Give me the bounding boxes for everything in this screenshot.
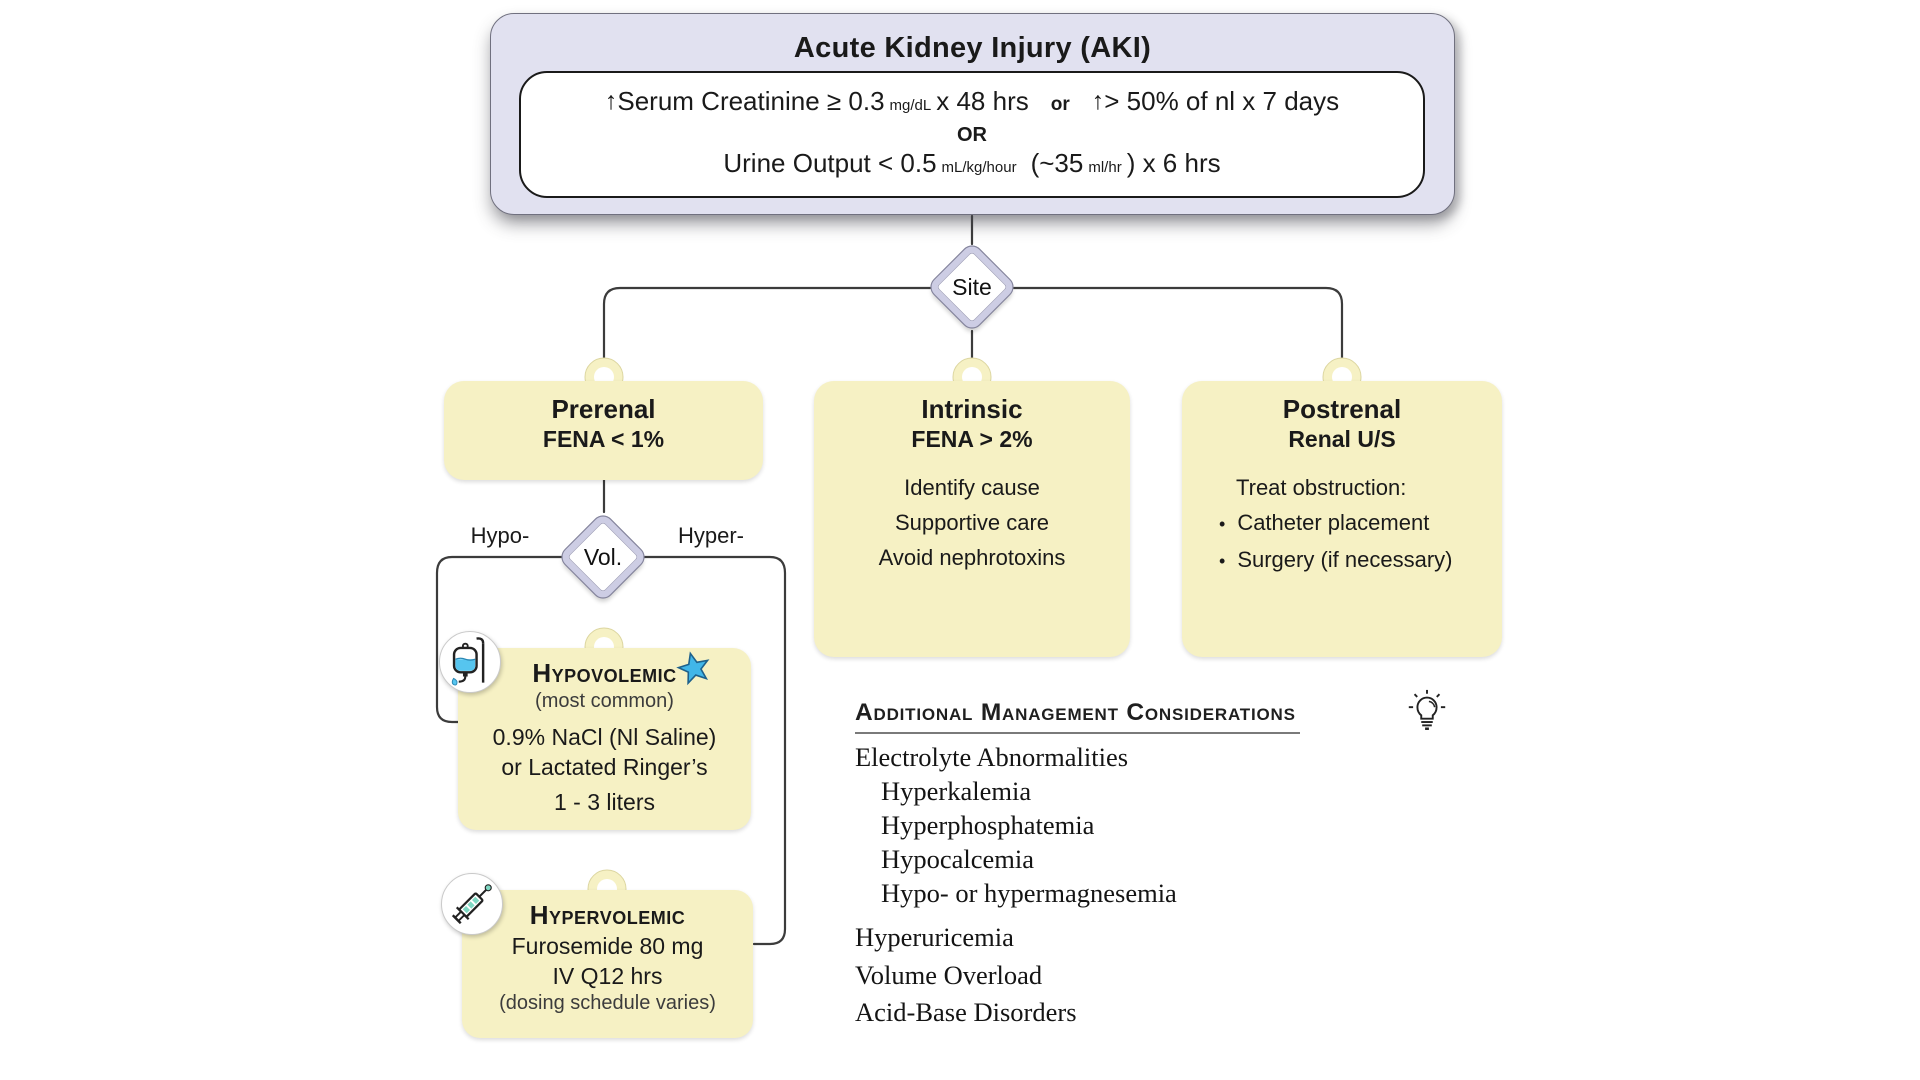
up-arrow-icon: ↑	[604, 87, 618, 115]
criteria-line-urine: Urine Output < 0.5 mL/kg/hour (~35 ml/hr…	[723, 148, 1220, 183]
criteria-duration: x 48 hrs	[936, 86, 1029, 116]
hypovolemic-treatment: or Lactated Ringer’s	[501, 754, 708, 780]
hypervolemic-box: Hypervolemic Furosemide 80 mg IV Q12 hrs…	[462, 890, 753, 1038]
prerenal-fena: FENA < 1%	[542, 426, 665, 452]
postrenal-action: • Surgery (if necessary)	[1219, 542, 1502, 579]
additional-item: Electrolyte Abnormalities	[855, 742, 1129, 772]
decision-site: Site	[925, 240, 1019, 334]
prerenal-box: Prerenal FENA < 1%	[444, 381, 763, 480]
diagram-title: Acute Kidney Injury (AKI)	[793, 32, 1152, 64]
postrenal-actions: Treat obstruction: • Catheter placement •…	[1182, 470, 1502, 579]
syringe-icon	[441, 873, 503, 935]
vol-hyper-label: Hyper-	[677, 523, 745, 548]
criteria-approx: (~35	[1030, 148, 1084, 178]
hypovolemic-dose: 1 - 3 liters	[554, 789, 655, 815]
edge-site-to-postrenal	[1012, 286, 1344, 372]
hypovolemic-box: Hypovolemic (most common) 0.9% NaCl (Nl …	[458, 648, 751, 830]
additional-item: Acid-Base Disorders	[855, 997, 1077, 1027]
intrinsic-box: Intrinsic FENA > 2% Identify cause Suppo…	[814, 381, 1130, 657]
additional-item: Hyperphosphatemia	[881, 810, 1095, 840]
intrinsic-title: Intrinsic	[921, 394, 1023, 424]
postrenal-action-text: Surgery (if necessary)	[1237, 547, 1453, 572]
postrenal-title: Postrenal	[1282, 394, 1402, 424]
intrinsic-action: Identify cause	[904, 475, 1040, 500]
intrinsic-action: Supportive care	[894, 510, 1050, 535]
hypovolemic-note: (most common)	[535, 690, 674, 712]
lightbulb-icon	[1408, 689, 1446, 730]
criteria-creatinine-text: Serum Creatinine ≥ 0.3	[617, 86, 885, 116]
postrenal-action: • Catheter placement	[1219, 505, 1502, 542]
intrinsic-action: Avoid nephrotoxins	[878, 545, 1066, 570]
criteria-unit: ml/hr	[1088, 159, 1122, 176]
additional-item: Hyperuricemia	[855, 922, 1014, 952]
hypovolemic-treatment: 0.9% NaCl (Nl Saline)	[492, 724, 717, 750]
criteria-or-word: or	[1050, 94, 1070, 115]
prerenal-title: Prerenal	[551, 394, 656, 424]
postrenal-box: Postrenal Renal U/S Treat obstruction: •…	[1182, 381, 1502, 657]
additional-item: Hypocalcemia	[881, 844, 1035, 874]
criteria-or-caps: OR	[957, 124, 987, 146]
criteria-line-creatinine: ↑ Serum Creatinine ≥ 0.3 mg/dL x 48 hrs …	[605, 86, 1339, 121]
criteria-percent-text: > 50% of nl x 7 days	[1104, 86, 1340, 116]
hypervolemic-title: Hypervolemic	[529, 900, 686, 930]
decision-vol-label: Vol.	[583, 543, 623, 570]
decision-vol: Vol.	[556, 510, 650, 604]
criteria-unit: mg/dL	[889, 97, 932, 114]
edge-site-to-prerenal	[602, 286, 932, 372]
hypervolemic-note: (dosing schedule varies)	[499, 992, 716, 1014]
additional-item: Volume Overload	[855, 960, 1043, 990]
iv-bag-icon	[439, 631, 501, 693]
hypervolemic-treatment: Furosemide 80 mg	[511, 933, 704, 959]
vol-hypo-label: Hypo-	[470, 523, 530, 548]
star-icon	[676, 651, 710, 686]
edge-vol-to-hypervolemic	[638, 555, 787, 946]
criteria-urine-text: Urine Output < 0.5	[723, 148, 937, 178]
decision-site-label: Site	[952, 273, 992, 300]
intrinsic-fena: FENA > 2%	[911, 426, 1033, 452]
additional-item: Hyperkalemia	[881, 776, 1032, 806]
edge-vol-to-hypovolemic	[435, 555, 569, 724]
aki-header-box: Acute Kidney Injury (AKI) ↑ Serum Creati…	[490, 13, 1455, 215]
bullet-icon: •	[1219, 514, 1226, 534]
criteria-unit: mL/kg/hour	[941, 159, 1017, 176]
intrinsic-actions: Identify cause Supportive care Avoid nep…	[814, 470, 1130, 575]
additional-item: Hypo- or hypermagnesemia	[881, 878, 1177, 908]
flow-edges	[435, 214, 1344, 946]
postrenal-action-text: Catheter placement	[1237, 510, 1430, 535]
hypervolemic-dose: IV Q12 hrs	[552, 963, 663, 989]
additional-heading: Additional Management Considerations	[855, 699, 1300, 734]
bullet-icon: •	[1219, 551, 1226, 571]
hypovolemic-title: Hypovolemic	[532, 658, 677, 688]
additional-list: Electrolyte Abnormalities Hyperkalemia H…	[855, 740, 1415, 1029]
postrenal-intro: Treat obstruction:	[1236, 475, 1407, 500]
up-arrow-icon: ↑	[1091, 87, 1105, 115]
postrenal-workup: Renal U/S	[1288, 426, 1396, 452]
criteria-duration: ) x 6 hrs	[1126, 148, 1221, 178]
aki-criteria-box: ↑ Serum Creatinine ≥ 0.3 mg/dL x 48 hrs …	[519, 71, 1425, 198]
